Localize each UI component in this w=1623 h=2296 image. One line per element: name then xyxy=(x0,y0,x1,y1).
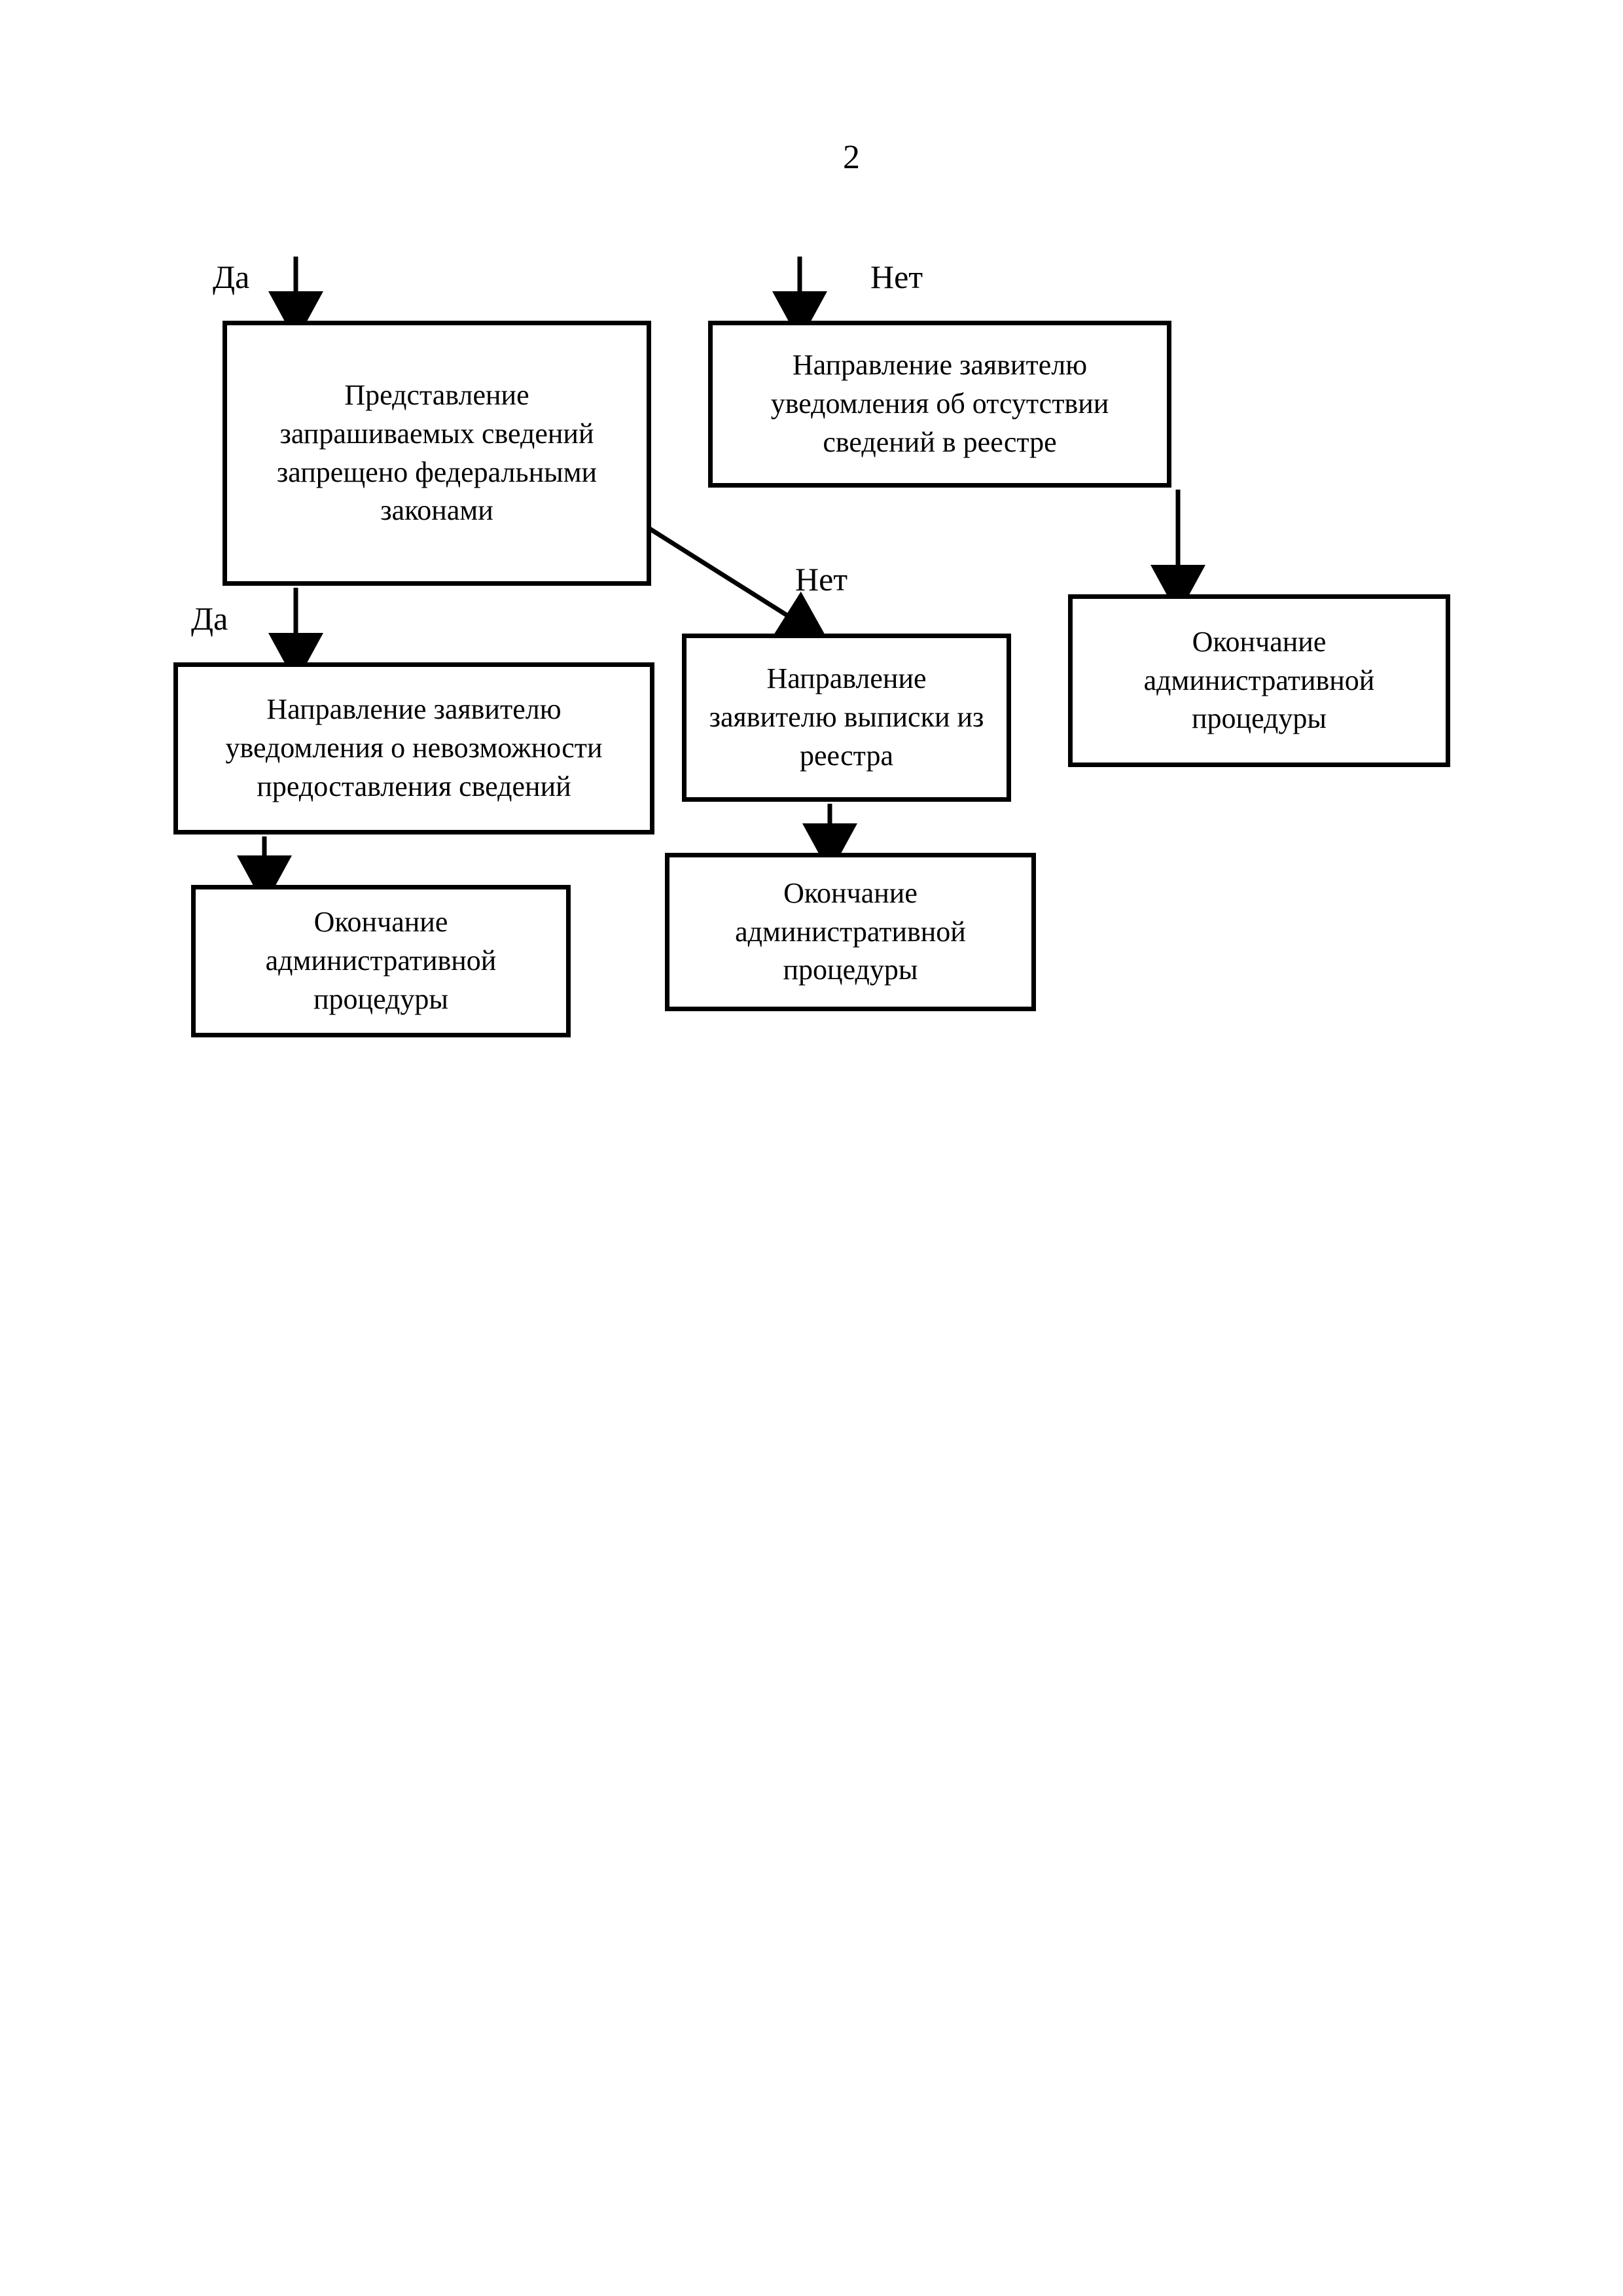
node-label: Окончание административной процедуры xyxy=(1143,625,1375,735)
send-registry-extract: Направление заявителю выписки из реестра xyxy=(682,634,1011,802)
decision-prohibited-by-federal-law: Представление запрашиваемых сведений зап… xyxy=(223,321,651,586)
page-number: 2 xyxy=(843,139,860,176)
end-of-administrative-procedure-left: Окончание административной процедуры xyxy=(191,885,571,1037)
end-of-administrative-procedure-right: Окончание административной процедуры xyxy=(1068,594,1450,767)
edge-label-yes-middle-left: Да xyxy=(191,600,228,637)
edge-label-yes-top-left: Да xyxy=(213,259,250,295)
node-label: Направление заявителю выписки из реестра xyxy=(709,662,984,772)
notify-absence-in-registry: Направление заявителю уведомления об отс… xyxy=(708,321,1171,488)
end-of-administrative-procedure-center: Окончание административной процедуры xyxy=(665,853,1036,1011)
edge-label-no-top-right: Нет xyxy=(870,259,923,295)
arrow-decision-no-to-extract xyxy=(649,527,829,642)
notify-impossibility-of-provision: Направление заявителю уведомления о нево… xyxy=(173,662,654,834)
node-label: Окончание административной процедуры xyxy=(735,876,966,986)
node-label: Направление заявителю уведомления о нево… xyxy=(225,693,603,802)
node-label: Направление заявителю уведомления об отс… xyxy=(770,349,1109,458)
node-label: Представление запрашиваемых сведений зап… xyxy=(276,378,597,527)
edge-label-no-middle: Нет xyxy=(795,561,848,598)
node-label: Окончание административной процедуры xyxy=(265,906,497,1015)
